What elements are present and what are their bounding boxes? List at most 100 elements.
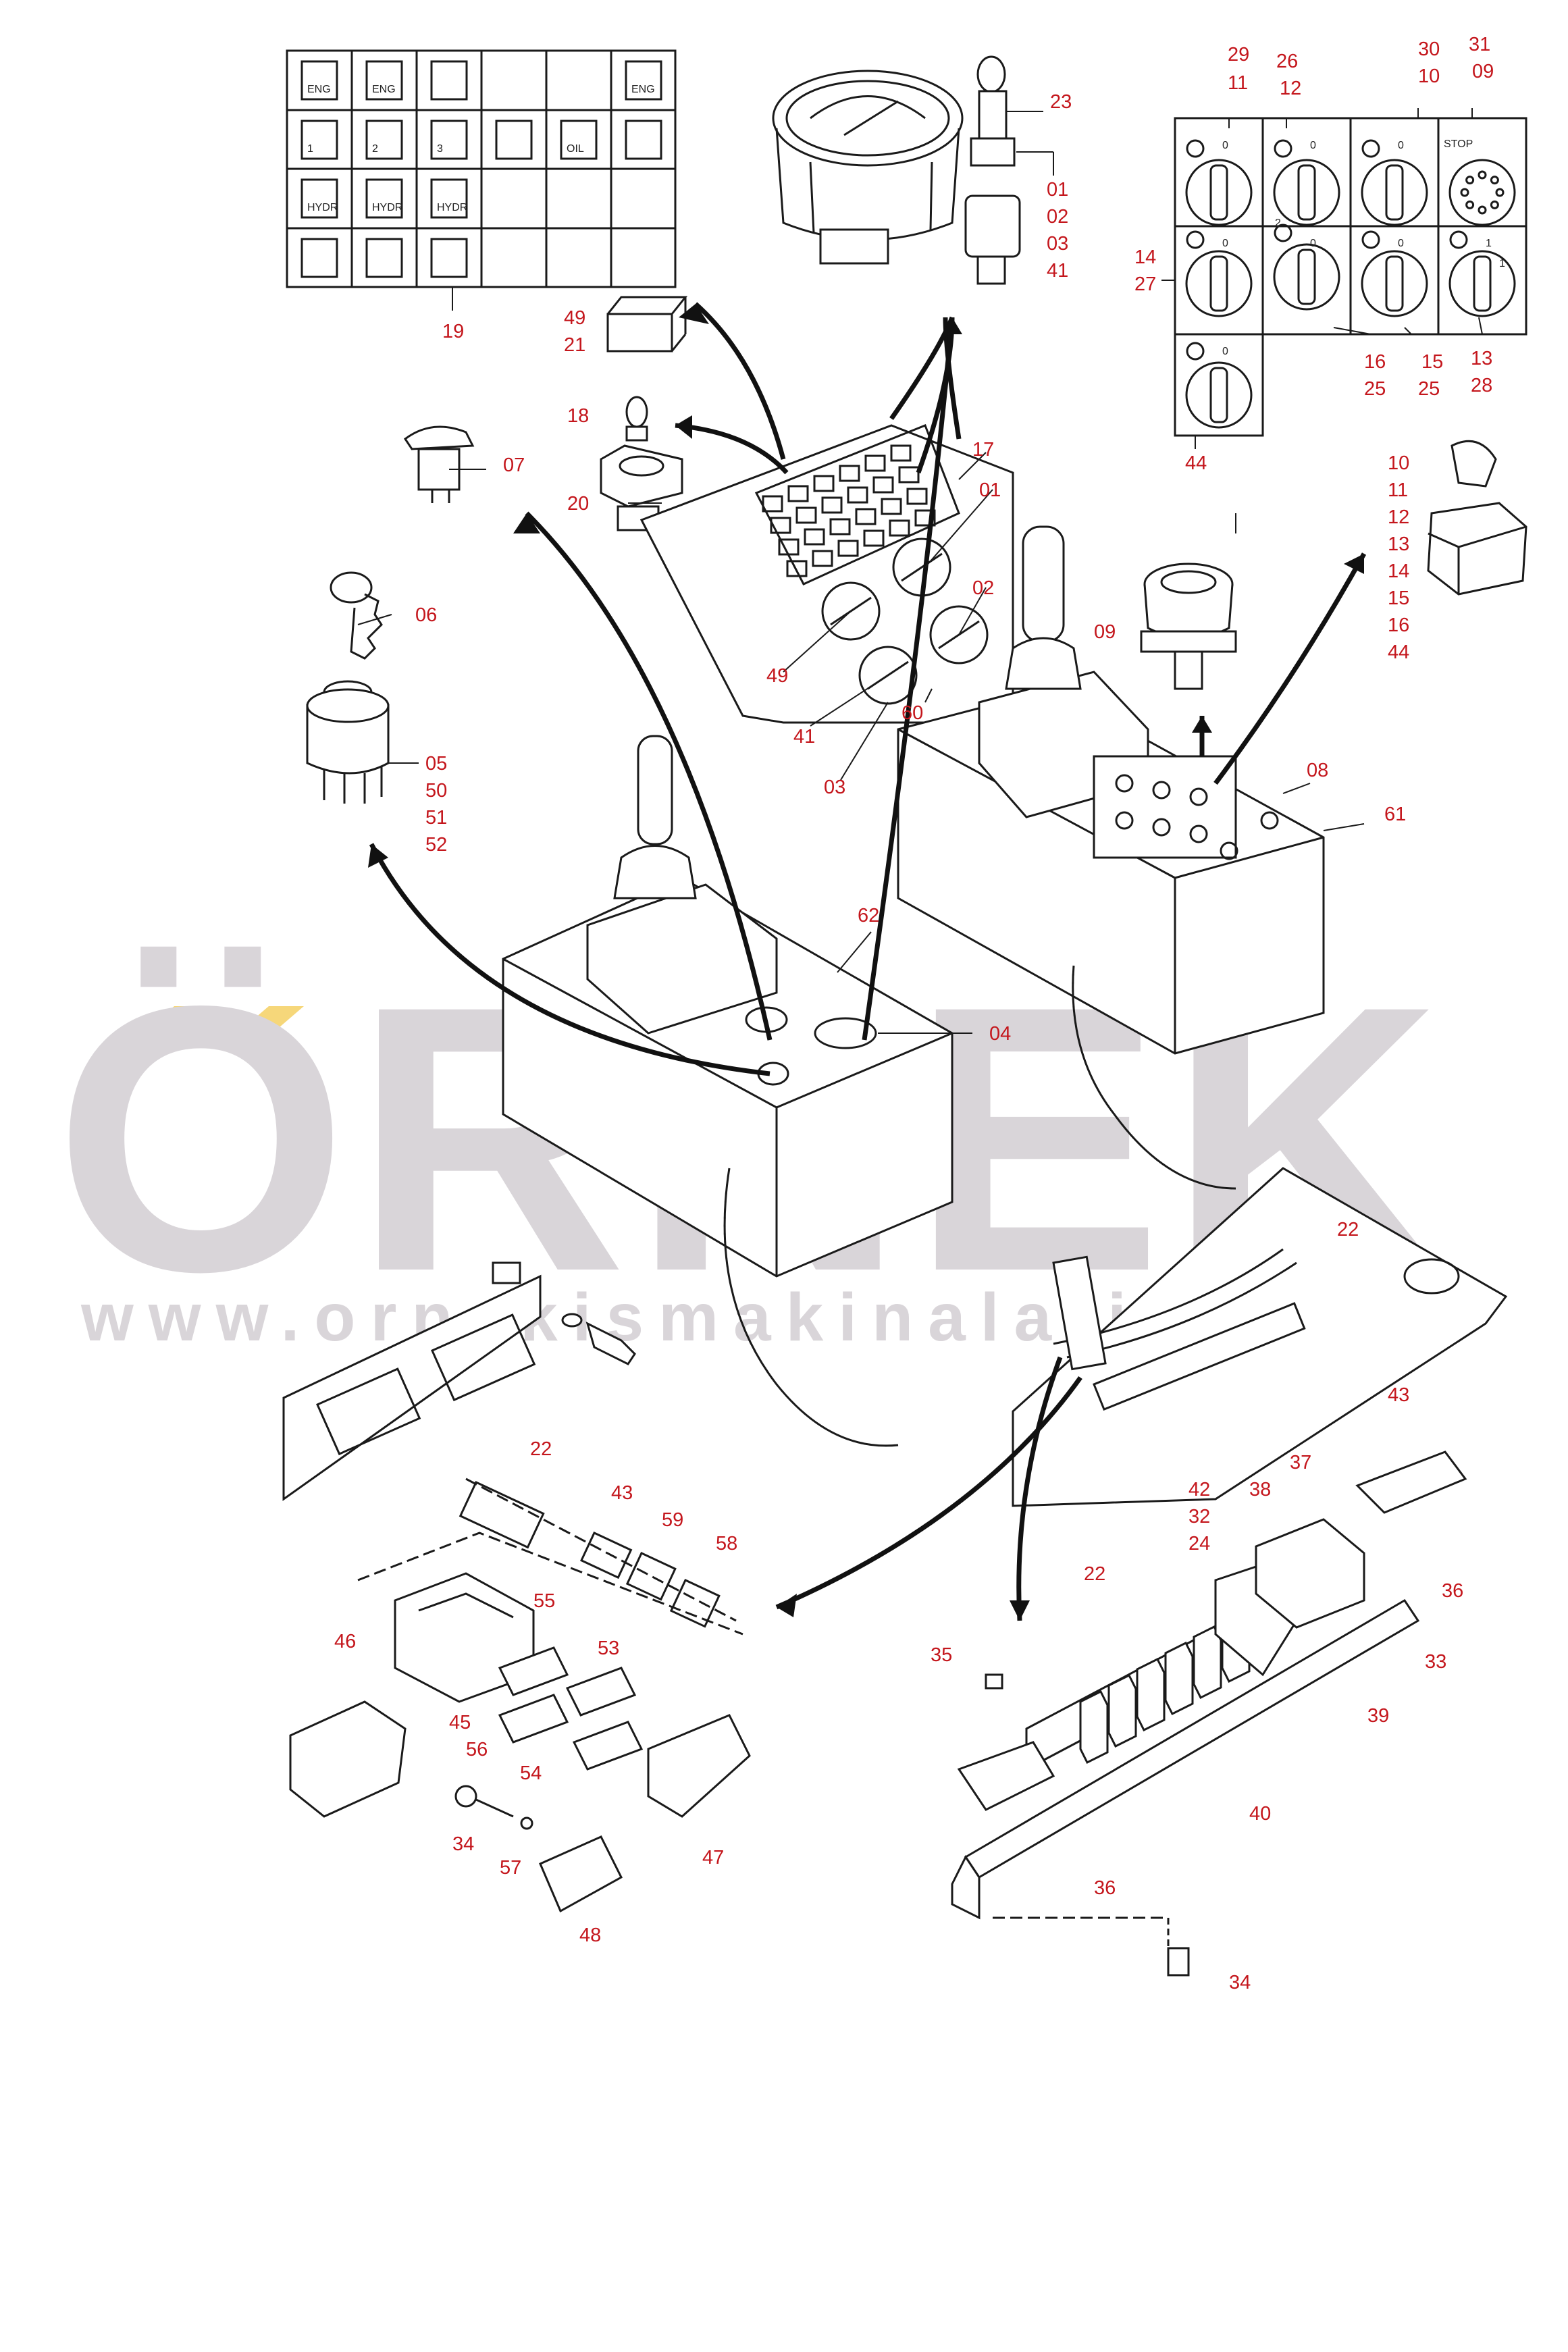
- label-17: 17: [972, 439, 994, 461]
- rotary-knob-symbol: [1186, 139, 1205, 158]
- leader-lines: [357, 108, 1483, 1034]
- rotary-knob-grip: [1209, 164, 1228, 221]
- label-42: 42: [1188, 1479, 1210, 1500]
- label-11: 11: [1228, 72, 1248, 94]
- label-13: 13: [1388, 533, 1409, 555]
- symbol-tile: [300, 60, 338, 101]
- dashboard-lamp-slot: [847, 486, 868, 504]
- rotary-knob: [1185, 159, 1253, 226]
- symbol-tile: [430, 60, 468, 101]
- terminal-block: [1193, 1625, 1222, 1700]
- symbol-tile: [625, 60, 662, 101]
- dashboard-lamp-slot: [914, 509, 936, 527]
- label-43: 43: [611, 1482, 633, 1504]
- connector-housing-45: [289, 1532, 751, 1913]
- label-12: 12: [1280, 78, 1301, 99]
- switch-position-mark: 0: [1310, 238, 1316, 249]
- cable-ducts: [723, 965, 1236, 1447]
- dashboard-lamp-slot: [881, 498, 902, 515]
- rotary-knob: [1273, 243, 1340, 311]
- label-50: 50: [425, 780, 447, 802]
- terminal-block: [1136, 1657, 1166, 1732]
- label-14: 14: [1388, 560, 1409, 582]
- symbol-tile-text: HYDR: [437, 202, 467, 213]
- label-57: 57: [500, 1857, 521, 1879]
- rotary-knob-grip: [1473, 255, 1492, 312]
- stop-knob-pin: [1490, 176, 1499, 185]
- switch-position-mark: 1: [1486, 238, 1492, 249]
- terminal-block: [1079, 1690, 1109, 1765]
- arrowhead: [675, 415, 692, 439]
- stop-knob-pin: [1465, 200, 1475, 209]
- switch-position-mark: 2: [1275, 217, 1281, 229]
- label-38: 38: [1249, 1479, 1271, 1500]
- rotary-knob-grip: [1385, 255, 1404, 312]
- label-39: 39: [1367, 1705, 1389, 1727]
- rotary-knob-symbol: [1186, 342, 1205, 361]
- switch-position-mark: 0: [1222, 238, 1228, 249]
- switch-position-mark: 0: [1398, 238, 1404, 249]
- dashboard-lamp-slot: [863, 529, 885, 547]
- rotary-knob: [1273, 159, 1340, 226]
- label-56: 56: [466, 1739, 488, 1760]
- label-20: 20: [567, 493, 589, 515]
- label-35: 35: [931, 1644, 952, 1666]
- watermark-accent-mark: [230, 1006, 304, 1040]
- arrowhead: [1010, 1600, 1030, 1621]
- din-rail-33: [951, 1451, 1467, 1977]
- rotary-knob: [1361, 250, 1428, 317]
- label-06: 06: [415, 604, 437, 626]
- dashboard-lamp-slot: [786, 560, 808, 577]
- label-14: 14: [1134, 246, 1156, 268]
- label-08: 08: [1307, 760, 1328, 781]
- rotary-knob: [1361, 159, 1428, 226]
- watermark-accent-mark: [135, 1006, 209, 1040]
- label-43: 43: [1388, 1384, 1409, 1406]
- rotary-knob-grip: [1297, 164, 1316, 221]
- label-11: 11: [1388, 479, 1408, 501]
- stop-badge: STOP: [1444, 138, 1473, 150]
- symbol-tile: [365, 178, 403, 219]
- symbol-tile: [365, 238, 403, 278]
- dashboard-lamp-slot: [889, 519, 910, 537]
- label-62: 62: [858, 905, 879, 926]
- label-19: 19: [442, 321, 464, 342]
- dashboard-lamp-slot: [770, 517, 791, 534]
- label-07: 07: [503, 454, 525, 476]
- cap-07: [403, 425, 475, 503]
- dashboard-lamp-slot: [906, 488, 928, 505]
- dashboard-lamp-slot: [829, 518, 851, 535]
- label-41: 41: [793, 726, 815, 748]
- arrowhead: [777, 1594, 797, 1617]
- symbol-tile: [495, 120, 533, 160]
- dashboard-lamp-slot: [864, 454, 886, 472]
- label-40: 40: [1249, 1803, 1271, 1825]
- label-18: 18: [567, 405, 589, 427]
- switch-position-mark: 1: [1499, 258, 1505, 269]
- dashboard-lamp-slot: [787, 485, 809, 502]
- grommet-parts: [459, 1478, 737, 1628]
- symbol-tile-text: 1: [307, 143, 313, 155]
- label-02: 02: [972, 577, 994, 599]
- label-34: 34: [452, 1833, 474, 1855]
- label-22: 22: [1084, 1563, 1105, 1585]
- key-switch-10: [1427, 440, 1527, 596]
- arrowhead: [368, 844, 388, 868]
- symbol-tile: [625, 120, 662, 160]
- stop-knob-pin: [1495, 188, 1505, 197]
- label-58: 58: [716, 1533, 737, 1554]
- dashboard-lamp-slot: [837, 540, 859, 557]
- rotary-knob-grip: [1297, 249, 1316, 305]
- label-21: 21: [564, 334, 585, 356]
- symbol-tile: [430, 178, 468, 219]
- dashboard-lamp-slot: [795, 506, 817, 524]
- symbol-tile: [365, 120, 403, 160]
- symbol-tile-text: OIL: [567, 143, 584, 155]
- rotary-knob-grip: [1385, 164, 1404, 221]
- label-10: 10: [1418, 66, 1440, 87]
- ignition-switch-05: [306, 680, 390, 804]
- label-01: 01: [1047, 179, 1068, 201]
- label-30: 30: [1418, 38, 1440, 60]
- label-32: 32: [1188, 1506, 1210, 1527]
